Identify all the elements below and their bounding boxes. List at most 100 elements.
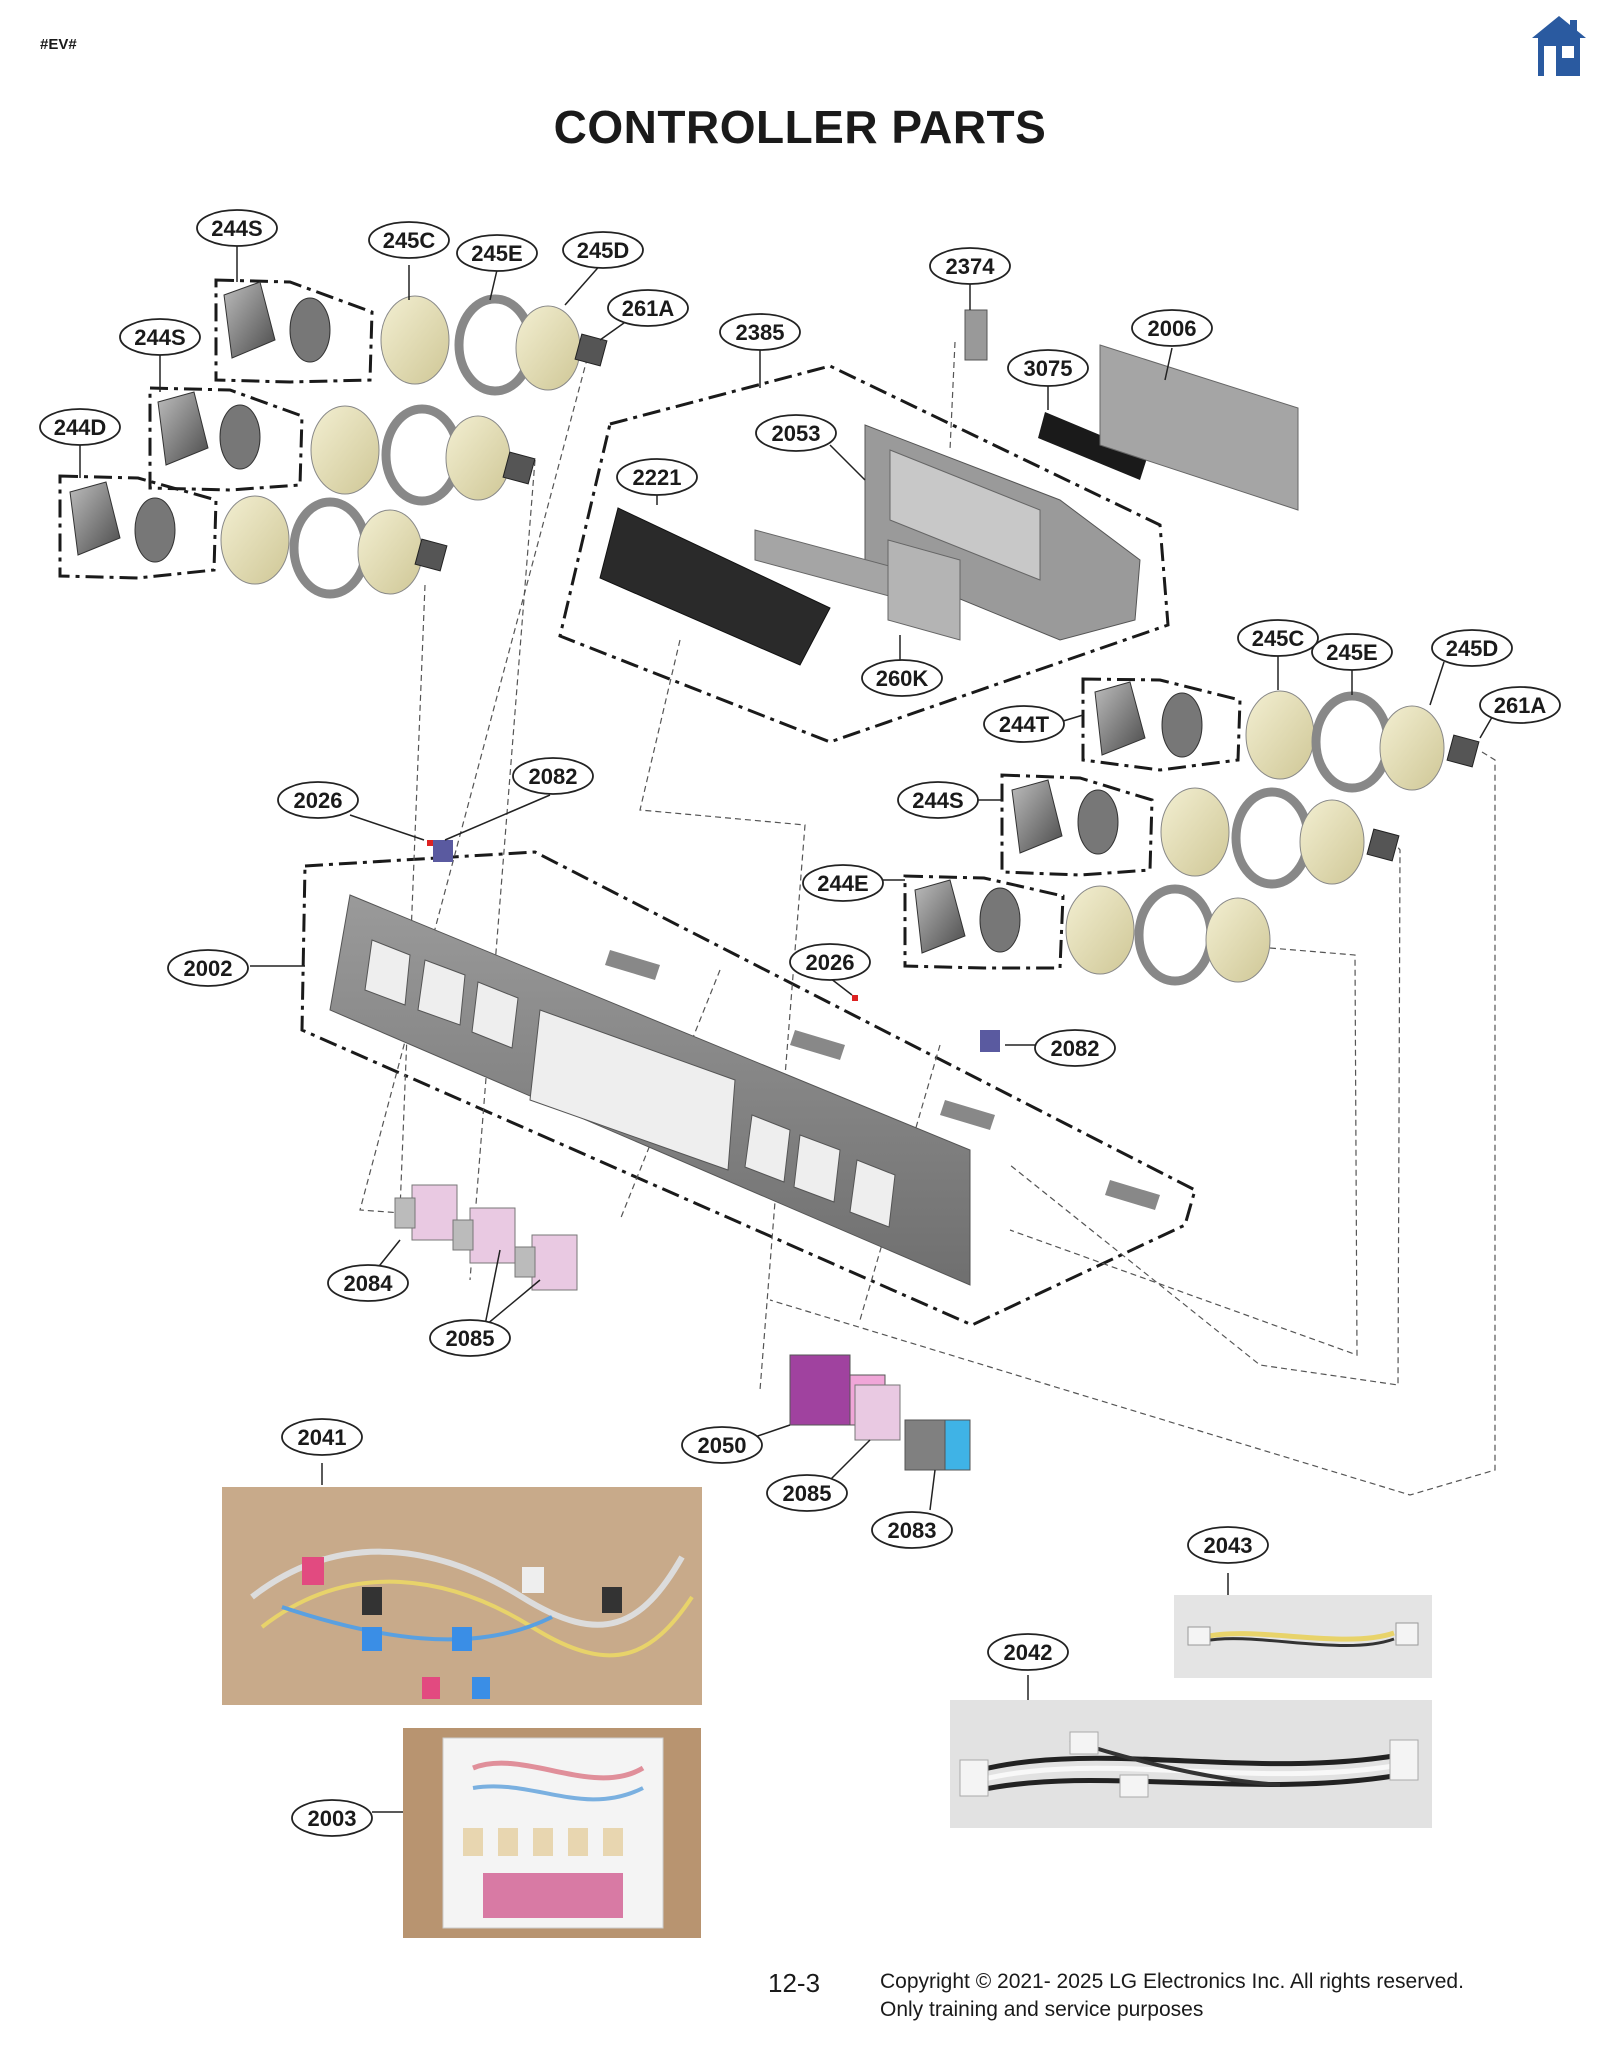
display-window-2221 — [599, 507, 831, 666]
callout-261A: 261A — [607, 289, 689, 327]
callout-label: 2053 — [772, 421, 821, 446]
document-code: #EV# — [40, 36, 77, 53]
wire-harness-2041-photo — [222, 1487, 702, 1705]
callout-bubble — [1479, 686, 1561, 724]
callout-245C: 245C — [1237, 619, 1319, 657]
callout-label: 244S — [134, 325, 185, 350]
callout-bubble — [681, 1426, 763, 1464]
callout-bubble — [119, 318, 201, 356]
connector-2082-left — [433, 840, 453, 862]
callout-bubble — [1237, 619, 1319, 657]
clip-2026-right — [852, 995, 858, 1001]
guide-line — [639, 639, 806, 1391]
callout-label: 245C — [383, 228, 436, 253]
callout-bubble — [1007, 349, 1089, 387]
callout-bubble — [277, 781, 359, 819]
control-panel-2002 — [329, 840, 1160, 1286]
display-pcb-3075 — [1038, 412, 1148, 480]
callout-bubble — [871, 1511, 953, 1549]
guide-line — [469, 459, 536, 1281]
guide-line — [949, 341, 956, 451]
callout-label: 2042 — [1004, 1640, 1053, 1665]
knob-assembly-bottom-left — [69, 481, 448, 599]
callout-bubble — [562, 231, 644, 269]
callout-2041: 2041 — [281, 1418, 363, 1456]
callout-label: 2385 — [736, 320, 785, 345]
callout-label: 245D — [1446, 636, 1499, 661]
callout-bubble — [719, 313, 801, 351]
bracket-2374 — [964, 309, 988, 361]
callout-label: 2085 — [446, 1326, 495, 1351]
callout-bubble — [987, 1633, 1069, 1671]
knob-assembly-top-right — [1094, 681, 1480, 793]
copyright-text: Copyright © 2021- 2025 LG Electronics In… — [880, 1970, 1464, 1993]
callout-2083: 2083 — [871, 1511, 953, 1549]
callout-label: 2003 — [308, 1806, 357, 1831]
callout-260K: 260K — [861, 659, 943, 697]
callout-label: 2026 — [294, 788, 343, 813]
callout-2084: 2084 — [327, 1264, 409, 1302]
callout-bubble — [1311, 633, 1393, 671]
callout-261A: 261A — [1479, 686, 1561, 724]
callout-245D: 245D — [562, 231, 644, 269]
guide-line — [769, 751, 1496, 1496]
callout-2002: 2002 — [167, 949, 249, 987]
page-title: CONTROLLER PARTS — [553, 101, 1047, 153]
copyright-notice: Copyright © 2021- 2025 LG Electronics In… — [880, 1968, 1464, 2024]
home-icon[interactable] — [1530, 14, 1588, 78]
callout-bubble — [368, 221, 450, 259]
callout-label: 2083 — [888, 1518, 937, 1543]
knob-assembly-bottom-right — [914, 879, 1271, 986]
callout-bubble — [1131, 309, 1213, 347]
callout-label: 244S — [912, 788, 963, 813]
callout-2042: 2042 — [987, 1633, 1069, 1671]
callout-bubble — [897, 781, 979, 819]
callout-bubble — [755, 414, 837, 452]
parts-kit-2003-photo — [403, 1728, 701, 1938]
callout-bubble — [167, 949, 249, 987]
group-outline-244T — [1081, 677, 1242, 772]
guide-line — [1009, 947, 1358, 1356]
callout-244S: 244S — [119, 318, 201, 356]
group-outline-2002 — [300, 850, 1197, 1327]
knob-assembly-top-left — [223, 281, 608, 396]
callout-label: 2050 — [698, 1433, 747, 1458]
callout-bubble — [766, 1474, 848, 1512]
wire-harness-2043-photo — [1174, 1595, 1432, 1678]
callout-bubble — [789, 943, 871, 981]
callout-2221: 2221 — [616, 458, 698, 496]
callout-bubble — [861, 659, 943, 697]
callout-label: 261A — [1494, 693, 1547, 718]
clip-2026-left — [427, 840, 433, 846]
callout-label: 244E — [817, 871, 868, 896]
callout-244S: 244S — [897, 781, 979, 819]
callout-2085: 2085 — [766, 1474, 848, 1512]
callout-2053: 2053 — [755, 414, 837, 452]
callout-label: 244D — [54, 415, 107, 440]
group-outline-2385 — [558, 364, 1170, 744]
knob-assembly-mid-left — [157, 391, 536, 506]
callout-bubble — [1034, 1029, 1116, 1067]
callout-bubble — [802, 864, 884, 902]
callout-label: 245E — [1326, 640, 1377, 665]
callout-3075: 3075 — [1007, 349, 1089, 387]
callout-bubble — [983, 705, 1065, 743]
callout-244E: 244E — [802, 864, 884, 902]
callout-bubble — [196, 209, 278, 247]
callout-label: 2085 — [783, 1481, 832, 1506]
display-cover-2006 — [1099, 344, 1299, 511]
callout-244T: 244T — [983, 705, 1065, 743]
callout-bubble — [512, 757, 594, 795]
callout-label: 2084 — [344, 1271, 394, 1296]
callout-bubble — [1431, 629, 1513, 667]
guide-line — [1009, 839, 1401, 1386]
callout-2082: 2082 — [512, 757, 594, 795]
page-number: 12-3 — [768, 1968, 821, 1998]
callout-245E: 245E — [1311, 633, 1393, 671]
callout-bubble — [929, 247, 1011, 285]
callout-label: 2221 — [633, 465, 682, 490]
usage-note: Only training and service purposes — [880, 1998, 1204, 2021]
callout-label: 245C — [1252, 626, 1305, 651]
callout-label: 2041 — [298, 1425, 347, 1450]
